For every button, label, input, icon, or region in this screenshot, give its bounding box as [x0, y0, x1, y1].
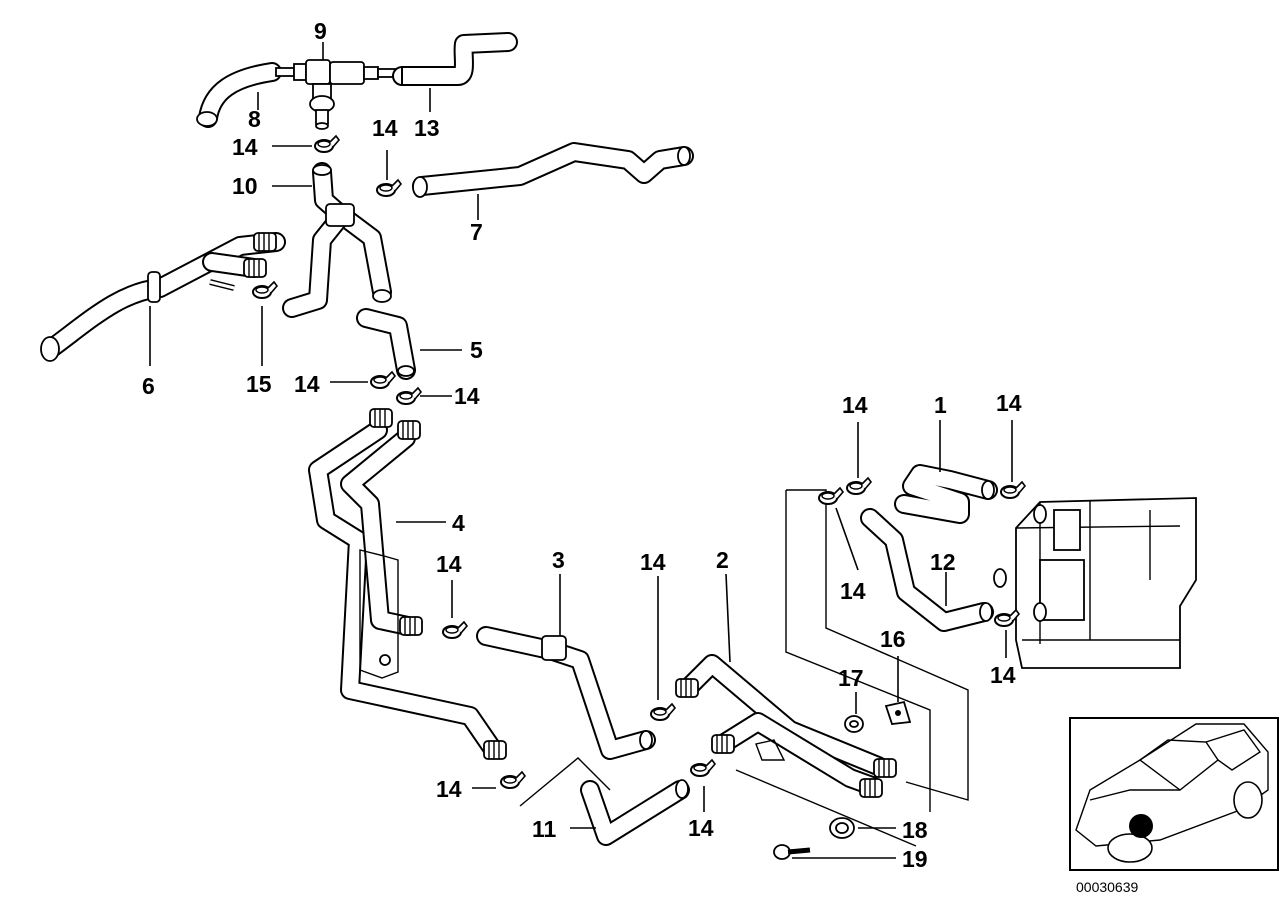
hose-clamp-14: [650, 703, 676, 721]
callout-14: 14: [436, 776, 462, 802]
callout-13: 13: [414, 115, 440, 141]
callout-18: 18: [902, 817, 928, 843]
clip-16: [884, 700, 912, 725]
callout-8: 8: [248, 106, 261, 132]
callout-16: 16: [880, 626, 906, 652]
hose-2: [675, 654, 897, 798]
hose-6: [40, 232, 286, 362]
callout-14: 14: [840, 578, 866, 604]
t-piece: [282, 203, 392, 318]
hose-clamp-14: [690, 759, 716, 777]
callout-14: 14: [996, 390, 1022, 416]
reference-number: 00030639: [1076, 879, 1139, 895]
hose-11: [519, 757, 690, 846]
pipe-4: [308, 408, 507, 760]
grommet-18: [829, 817, 855, 839]
callout-17: 17: [838, 665, 864, 691]
callout-14: 14: [842, 392, 868, 418]
callout-14: 14: [436, 551, 462, 577]
callout-labels: 9 8 13 14 14 10 7 6 15 5 14 14 4 14 3 14…: [142, 18, 1139, 895]
valve-9: [275, 59, 397, 130]
heater-core: [993, 497, 1197, 669]
hose-clamp-14: [846, 477, 872, 495]
callout-14: 14: [294, 371, 320, 397]
hose-3: [476, 626, 656, 760]
callout-2: 2: [716, 547, 729, 573]
callout-7: 7: [470, 219, 483, 245]
callout-11: 11: [532, 816, 557, 842]
callout-9: 9: [314, 18, 327, 44]
hose-clamp-14: [376, 179, 402, 197]
callout-5: 5: [470, 337, 483, 363]
hose-12: [860, 508, 994, 632]
hose-5: [356, 308, 416, 380]
callout-15: 15: [246, 371, 272, 397]
callout-12: 12: [930, 549, 956, 575]
bleed-screw-15: [209, 279, 278, 299]
car-location-thumbnail: [1069, 717, 1279, 871]
callout-14: 14: [990, 662, 1016, 688]
hose-clamp-14: [500, 771, 526, 789]
callout-3: 3: [552, 547, 565, 573]
leader-lines: [149, 42, 1013, 859]
callout-6: 6: [142, 373, 155, 399]
hose-7: [412, 142, 694, 198]
callout-14: 14: [372, 115, 398, 141]
callout-14: 14: [454, 383, 480, 409]
hose-clamp-14: [314, 135, 340, 153]
screw-19: [773, 844, 811, 860]
hose-1: [894, 464, 998, 524]
callout-4: 4: [452, 510, 465, 536]
hose-clamp-14: [1000, 481, 1026, 499]
hose-8: [196, 62, 282, 128]
callout-10: 10: [232, 173, 258, 199]
hose-clamp-14: [396, 387, 422, 405]
hose-clamp-14: [442, 621, 468, 639]
callout-14: 14: [688, 815, 714, 841]
callout-19: 19: [902, 846, 928, 872]
callout-14: 14: [640, 549, 666, 575]
grommet-17: [844, 715, 864, 733]
callout-1: 1: [934, 392, 947, 418]
hose-clamp-14: [370, 371, 396, 389]
callout-14: 14: [232, 134, 258, 160]
hose-13: [392, 32, 518, 86]
